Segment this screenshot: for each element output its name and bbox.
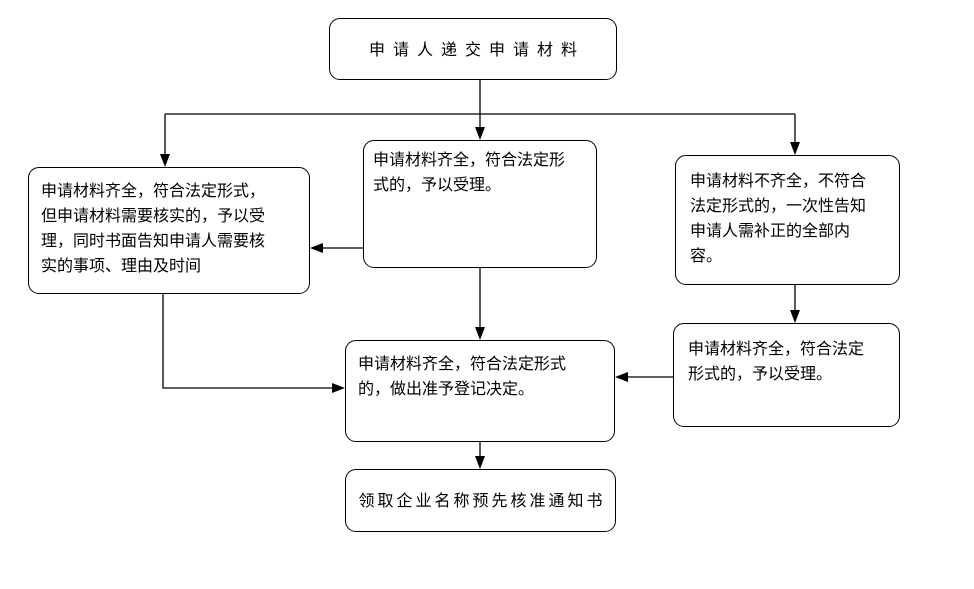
arrow-verify-to-decision-line (162, 294, 332, 389)
node-accept-with-verification-label: 申请材料齐全，符合法定形式，但申请材料需要核实的，予以受理，同时书面告知申请人需… (41, 181, 266, 275)
node-accept-with-verification: 申请材料齐全，符合法定形式，但申请材料需要核实的，予以受理，同时书面告知申请人需… (28, 167, 310, 294)
node-receive-notice: 领取企业名称预先核准通知书 (345, 469, 616, 532)
node-accept-after-correction: 申请材料齐全，符合法定形式的，予以受理。 (673, 323, 900, 427)
node-incomplete-notify-label: 申请材料不齐全，不符合法定形式的，一次性告知申请人需补正的全部内容。 (690, 171, 867, 265)
node-receive-notice-label: 领取企业名称预先核准通知书 (358, 491, 606, 510)
arrowhead-down-accept (475, 127, 485, 140)
node-accept-after-correction-label: 申请材料齐全，符合法定形式的，予以受理。 (688, 339, 865, 383)
node-submit-materials: 申请人递交申请材料 (329, 18, 617, 80)
node-approval-decision: 申请材料齐全，符合法定形式的，做出准予登记决定。 (345, 340, 615, 442)
arrowhead-down-incomplete (790, 142, 800, 155)
arrowhead-down-finish (475, 456, 485, 469)
arrowhead-left-decision (615, 372, 628, 382)
node-accept-complete-label: 申请材料齐全，符合法定形式的，予以受理。 (373, 150, 566, 194)
arrowhead-left-verify (310, 243, 323, 253)
node-approval-decision-label: 申请材料齐全，符合法定形式的，做出准予登记决定。 (358, 354, 567, 398)
arrowhead-down-decision (475, 327, 485, 340)
arrowhead-right-decision (332, 383, 345, 393)
arrowhead-down-reaccept (790, 310, 800, 323)
node-incomplete-notify: 申请材料不齐全，不符合法定形式的，一次性告知申请人需补正的全部内容。 (675, 155, 900, 285)
node-submit-materials-label: 申请人递交申请材料 (368, 39, 585, 59)
node-accept-complete: 申请材料齐全，符合法定形式的，予以受理。 (363, 140, 597, 268)
arrowhead-down-verify (160, 154, 170, 167)
